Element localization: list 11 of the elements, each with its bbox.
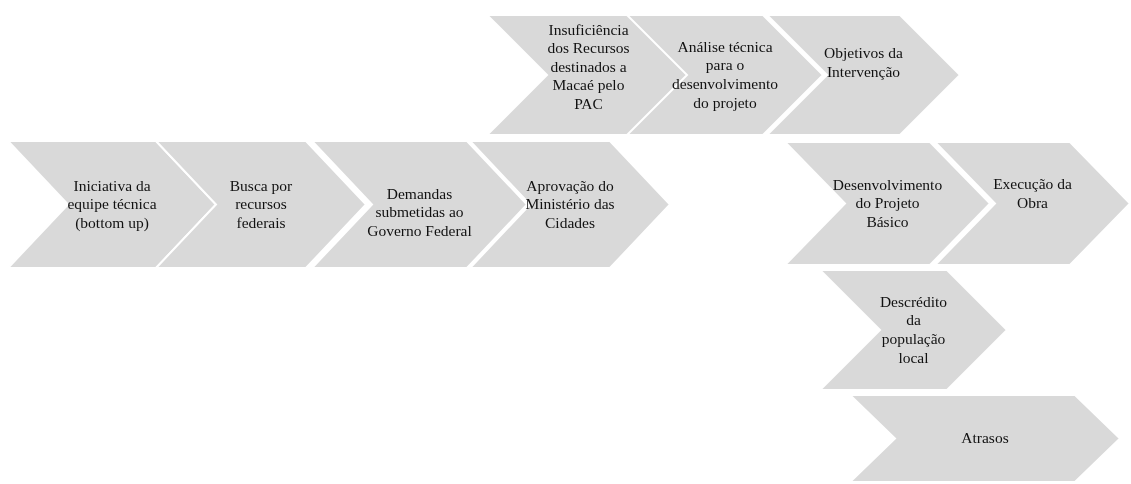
step-label: Insuficiência dos Recursos destinados a Macaé pelo PAC bbox=[546, 20, 631, 114]
step-label: Descrédito da população local bbox=[878, 292, 949, 368]
step-label: Aprovação do Ministério das Cidades bbox=[524, 176, 616, 233]
step-label: Objetivos da Intervenção bbox=[823, 44, 904, 82]
step-label: Desenvolvimento do Projeto Básico bbox=[832, 175, 943, 232]
step-label: Atrasos bbox=[961, 429, 1009, 448]
step-label: Busca por recursos federais bbox=[228, 176, 294, 233]
step-label: Iniciativa da equipe técnica (bottom up) bbox=[66, 176, 158, 233]
step-label: Execução da Obra bbox=[992, 174, 1073, 213]
step-label: Análise técnica para o desenvolvimento do projeto bbox=[672, 37, 778, 113]
step-label: Demandas submetidas ao Governo Federal bbox=[366, 184, 473, 241]
